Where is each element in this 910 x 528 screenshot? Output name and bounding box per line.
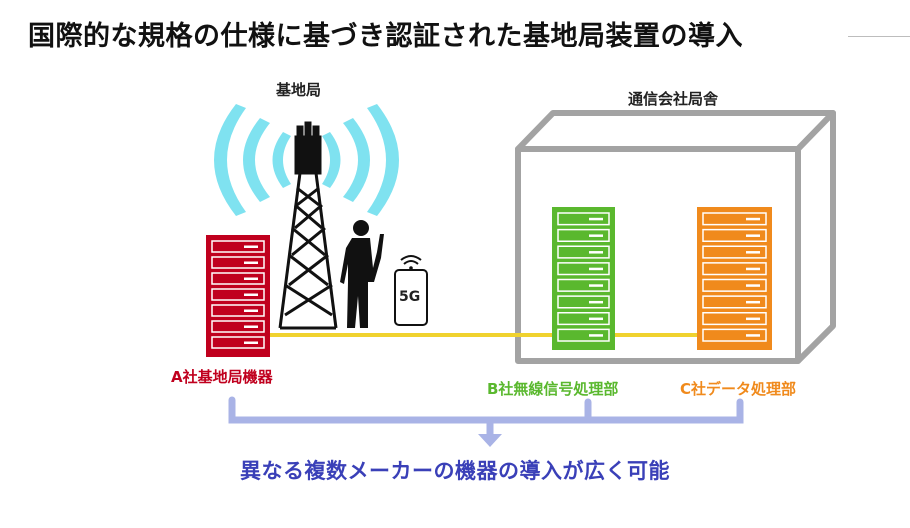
rack-slot <box>211 256 265 269</box>
rack-slot-indicator <box>746 217 760 221</box>
rack-slot-indicator <box>589 334 603 337</box>
smartphone-5g-icon <box>394 255 428 326</box>
rack-slot-indicator <box>746 300 760 304</box>
bottom-caption: 異なる複数メーカーの機器の導入が広く可能 <box>240 459 670 483</box>
vendor-a-rack <box>206 235 270 357</box>
rack-slot <box>702 245 767 259</box>
rack-slot-indicator <box>746 317 760 321</box>
bracket-connector <box>228 396 744 441</box>
rack-slot-indicator <box>244 293 258 296</box>
rack-slot-indicator <box>589 317 603 321</box>
vendor-b-rack <box>552 207 615 350</box>
rack-slot-indicator <box>589 251 603 254</box>
rack-slot <box>702 312 767 326</box>
vendor-b-label: B社無線信号処理部 <box>487 380 619 398</box>
rack-slot-indicator <box>244 341 258 344</box>
rack-slot-indicator <box>746 267 760 271</box>
page-title: 国際的な規格の仕様に基づき認証された基地局装置の導入 <box>28 21 743 52</box>
rack-slot <box>211 320 265 333</box>
rack-slot-indicator <box>746 251 760 254</box>
rack-slot-indicator <box>244 309 258 312</box>
rack-slot-indicator <box>589 234 603 237</box>
vendor-a-label: A社基地局機器 <box>171 368 273 386</box>
rack-slot <box>702 278 767 292</box>
rack-slot-indicator <box>746 234 760 237</box>
rack-slot-indicator <box>746 334 760 337</box>
rack-slot <box>557 212 610 226</box>
rack-slot <box>557 312 610 326</box>
rack-slot <box>211 304 265 317</box>
rack-slot-indicator <box>244 245 258 248</box>
rack-slot <box>702 328 767 342</box>
rack-slot <box>702 262 767 276</box>
phone-5g-label: 5G <box>399 289 421 305</box>
down-arrow-icon <box>478 434 502 447</box>
rack-slot <box>557 245 610 259</box>
rack-slot <box>557 262 610 276</box>
rack-slot-indicator <box>589 284 603 287</box>
signal-waves-icon <box>214 104 399 216</box>
vendor-c-rack <box>697 207 772 350</box>
rack-slot-indicator <box>589 300 603 304</box>
rack-slot <box>702 295 767 309</box>
vendor-c-label: C社データ処理部 <box>680 380 797 398</box>
base-station-label: 基地局 <box>276 81 322 99</box>
rack-slot <box>211 240 265 253</box>
rack-slot <box>211 336 265 349</box>
rack-slot-indicator <box>746 284 760 287</box>
title-divider <box>848 36 910 37</box>
rack-slot <box>702 228 767 242</box>
rack-slot <box>557 328 610 342</box>
rack-slot <box>211 272 265 285</box>
antenna-tower-icon <box>278 121 338 330</box>
carrier-office-label: 通信会社局舎 <box>628 90 719 108</box>
rack-slot <box>557 278 610 292</box>
person-with-phone-icon <box>340 220 384 328</box>
rack-slot <box>557 228 610 242</box>
rack-slot-indicator <box>589 217 603 221</box>
rack-slot <box>211 288 265 301</box>
rack-slot <box>702 212 767 226</box>
rack-slot-indicator <box>589 267 603 271</box>
rack-slot <box>557 295 610 309</box>
rack-slot-indicator <box>244 325 258 328</box>
rack-slot-indicator <box>244 277 258 280</box>
rack-slot-indicator <box>244 261 258 264</box>
